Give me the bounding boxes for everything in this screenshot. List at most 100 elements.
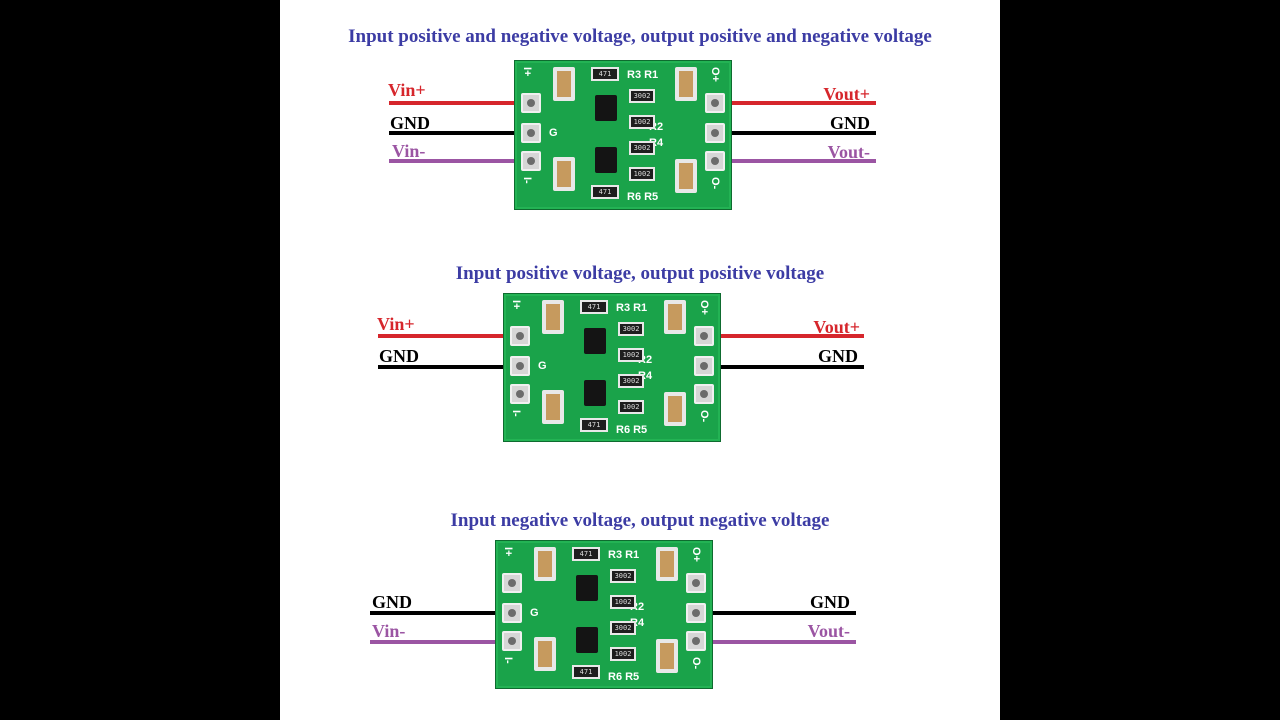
ic-chip <box>576 575 598 601</box>
silk-in-plus: I+ <box>521 67 533 77</box>
label-vin-plus: Vin+ <box>377 314 415 334</box>
silk-r6-r5: R6 R5 <box>627 191 659 203</box>
silk-out-minus: O- <box>709 177 721 190</box>
resistor: 3002 <box>618 374 644 388</box>
silk-out-minus: O- <box>690 657 702 670</box>
resistor-code: 471 <box>572 547 600 561</box>
silk-out-plus: O+ <box>690 547 702 562</box>
pad-in-minus <box>510 384 530 404</box>
wire-vin-plus <box>389 101 519 105</box>
capacitor <box>553 157 575 191</box>
capacitor <box>675 67 697 101</box>
silk-out-plus: O+ <box>698 300 710 315</box>
pad-in-plus <box>510 326 530 346</box>
resistor: 3002 <box>610 621 636 635</box>
capacitor <box>664 300 686 334</box>
wire-vout-minus <box>716 159 876 163</box>
silk-r3-r1: R3 R1 <box>616 302 648 314</box>
pad-out-minus <box>686 631 706 651</box>
wire-gnd-in <box>378 365 508 369</box>
silk-r6-r5: R6 R5 <box>616 424 648 436</box>
resistor-code: 471 <box>580 300 608 314</box>
wire-vin-plus <box>378 334 508 338</box>
capacitor <box>656 639 678 673</box>
silk-out-minus: O- <box>698 410 710 423</box>
pad-out-gnd <box>686 603 706 623</box>
section-1-heading: Input positive and negative voltage, out… <box>348 26 932 47</box>
resistor: 1002 <box>618 400 644 414</box>
wire-gnd-out <box>700 365 864 369</box>
label-vout-minus: Vout- <box>807 621 850 641</box>
pad-in-plus <box>502 573 522 593</box>
pad-out-plus <box>694 326 714 346</box>
label-gnd-in: GND <box>379 346 419 366</box>
resistor: 1002 <box>629 167 655 181</box>
silk-gnd: G <box>538 360 547 372</box>
resistor: 1002 <box>610 647 636 661</box>
wire-gnd-in <box>370 611 500 615</box>
label-vout-minus: Vout- <box>827 142 870 162</box>
label-vout-plus: Vout+ <box>813 317 860 337</box>
pad-in-minus <box>502 631 522 651</box>
pad-out-minus <box>694 384 714 404</box>
ic-chip <box>584 380 606 406</box>
resistor: 1002 <box>618 348 644 362</box>
label-vin-minus: Vin- <box>372 621 406 641</box>
resistor: 1002 <box>629 115 655 129</box>
label-vin-plus: Vin+ <box>388 80 426 100</box>
silk-in-plus: I+ <box>510 300 522 310</box>
wire-vin-minus <box>370 640 500 644</box>
label-vout-plus: Vout+ <box>823 84 870 104</box>
silk-gnd: G <box>530 607 539 619</box>
ic-chip <box>595 147 617 173</box>
ic-chip <box>584 328 606 354</box>
capacitor <box>534 547 556 581</box>
wire-vout-plus <box>700 334 864 338</box>
pad-in-plus <box>521 93 541 113</box>
pcb-board-1: I+ I- O+ O- G 471 471 R3 R1 R6 R5 R2 R4 … <box>514 60 732 210</box>
pad-out-plus <box>705 93 725 113</box>
resistor-code: 471 <box>572 665 600 679</box>
resistor: 3002 <box>629 89 655 103</box>
silk-r3-r1: R3 R1 <box>608 549 640 561</box>
resistor: 1002 <box>610 595 636 609</box>
silk-r6-r5: R6 R5 <box>608 671 640 683</box>
capacitor <box>542 390 564 424</box>
pad-out-plus <box>686 573 706 593</box>
label-gnd-in: GND <box>390 113 430 133</box>
capacitor <box>664 392 686 426</box>
pad-in-gnd <box>521 123 541 143</box>
wire-vin-minus <box>389 159 519 163</box>
resistor: 3002 <box>610 569 636 583</box>
label-vin-minus: Vin- <box>392 141 426 161</box>
resistor: 3002 <box>629 141 655 155</box>
section-3-heading: Input negative voltage, output negative … <box>450 510 830 531</box>
resistor-code: 471 <box>591 185 619 199</box>
resistor-code: 471 <box>591 67 619 81</box>
section-2-heading: Input positive voltage, output positive … <box>455 263 825 284</box>
pad-out-gnd <box>705 123 725 143</box>
wire-vout-plus <box>716 101 876 105</box>
diagram-panel: Input positive and negative voltage, out… <box>280 0 1000 720</box>
silk-r3-r1: R3 R1 <box>627 69 659 81</box>
capacitor <box>534 637 556 671</box>
resistor-code: 471 <box>580 418 608 432</box>
ic-chip <box>595 95 617 121</box>
label-gnd-in: GND <box>372 592 412 612</box>
silk-in-minus: I- <box>502 657 514 664</box>
pcb-board-3: I+ I- O+ O- G 471 471 R3 R1 R6 R5 R2 R4 … <box>495 540 713 689</box>
label-gnd-out: GND <box>810 592 850 612</box>
label-gnd-out: GND <box>830 113 870 133</box>
wire-vout-minus <box>692 640 856 644</box>
silk-in-minus: I- <box>510 410 522 417</box>
pad-in-gnd <box>502 603 522 623</box>
wire-gnd-in <box>389 131 519 135</box>
pad-out-gnd <box>694 356 714 376</box>
capacitor <box>553 67 575 101</box>
pad-out-minus <box>705 151 725 171</box>
resistor: 3002 <box>618 322 644 336</box>
wire-gnd-out <box>716 131 876 135</box>
silk-gnd: G <box>549 127 558 139</box>
silk-in-plus: I+ <box>502 547 514 557</box>
capacitor <box>656 547 678 581</box>
